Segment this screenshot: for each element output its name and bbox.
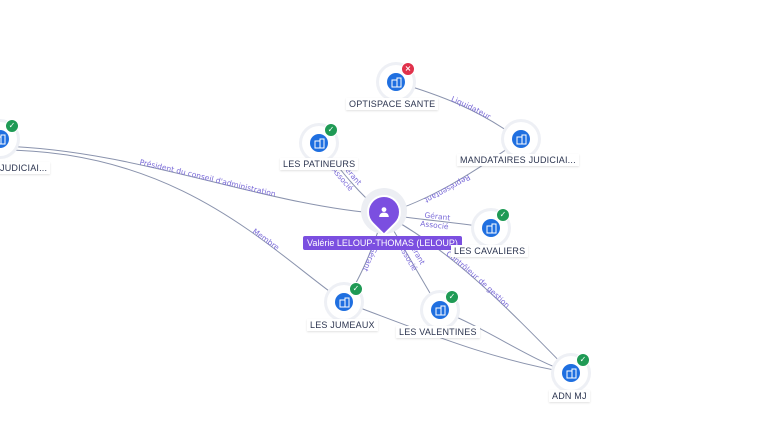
company-label-cavaliers[interactable]: LES CAVALIERS <box>451 245 529 257</box>
edge-liquidateur <box>395 81 521 141</box>
edge-jumeaux-adn <box>343 301 572 374</box>
edge-label-associe-cavaliers: Associé <box>420 219 450 231</box>
edge-valentines-adn <box>439 309 572 374</box>
building-icon <box>566 368 576 378</box>
company-node-patineurs[interactable]: ✓ <box>302 123 338 160</box>
edge-label-president: Président du conseil d'administration <box>139 158 277 199</box>
building-icon <box>486 223 496 233</box>
company-node-cavaliers[interactable]: ✓ <box>474 208 510 245</box>
company-label-jumeaux[interactable]: LES JUMEAUX <box>307 319 378 331</box>
company-node-jumeaux[interactable]: ✓ <box>327 282 363 319</box>
edge-label-representant: Représentant <box>423 173 472 205</box>
company-label-adnmj[interactable]: ADN MJ <box>549 390 590 402</box>
company-node-valentines[interactable]: ✓ <box>423 290 459 327</box>
company-label-valentines[interactable]: LES VALENTINES <box>396 326 480 338</box>
building-icon <box>339 297 349 307</box>
closed-x-icon: × <box>401 62 415 76</box>
company-node-judiciai[interactable]: ✓ <box>0 119 19 156</box>
active-check-icon: ✓ <box>445 290 459 304</box>
edge-label-liquidateur: Liquidateur <box>450 94 493 121</box>
company-label-judiciai[interactable]: JUDICIAI... <box>0 162 51 174</box>
building-icon <box>435 305 445 315</box>
active-check-icon: ✓ <box>496 208 510 222</box>
company-node-adnmj[interactable]: ✓ <box>554 353 590 390</box>
active-check-icon: ✓ <box>576 353 590 367</box>
company-node-mandataires[interactable] <box>504 122 538 156</box>
building-icon <box>314 138 324 148</box>
edge-label-gerant-cavaliers: Gérant <box>424 211 451 223</box>
person-icon <box>375 203 393 221</box>
active-check-icon: ✓ <box>324 123 338 137</box>
person-name-label[interactable]: Valérie LELOUP-THOMAS (LELOUP) <box>303 236 462 250</box>
company-label-patineurs[interactable]: LES PATINEURS <box>280 158 359 170</box>
edge-label-membre: Membre <box>251 227 281 253</box>
active-check-icon: ✓ <box>5 119 19 133</box>
active-check-icon: ✓ <box>349 282 363 296</box>
company-node-optispace[interactable]: × <box>379 62 415 99</box>
company-label-mandataires[interactable]: MANDATAIRES JUDICIAI... <box>457 154 579 166</box>
building-icon <box>391 77 401 87</box>
company-label-optispace[interactable]: OPTISPACE SANTE <box>346 98 439 110</box>
building-icon <box>0 134 5 144</box>
building-icon <box>516 134 526 144</box>
